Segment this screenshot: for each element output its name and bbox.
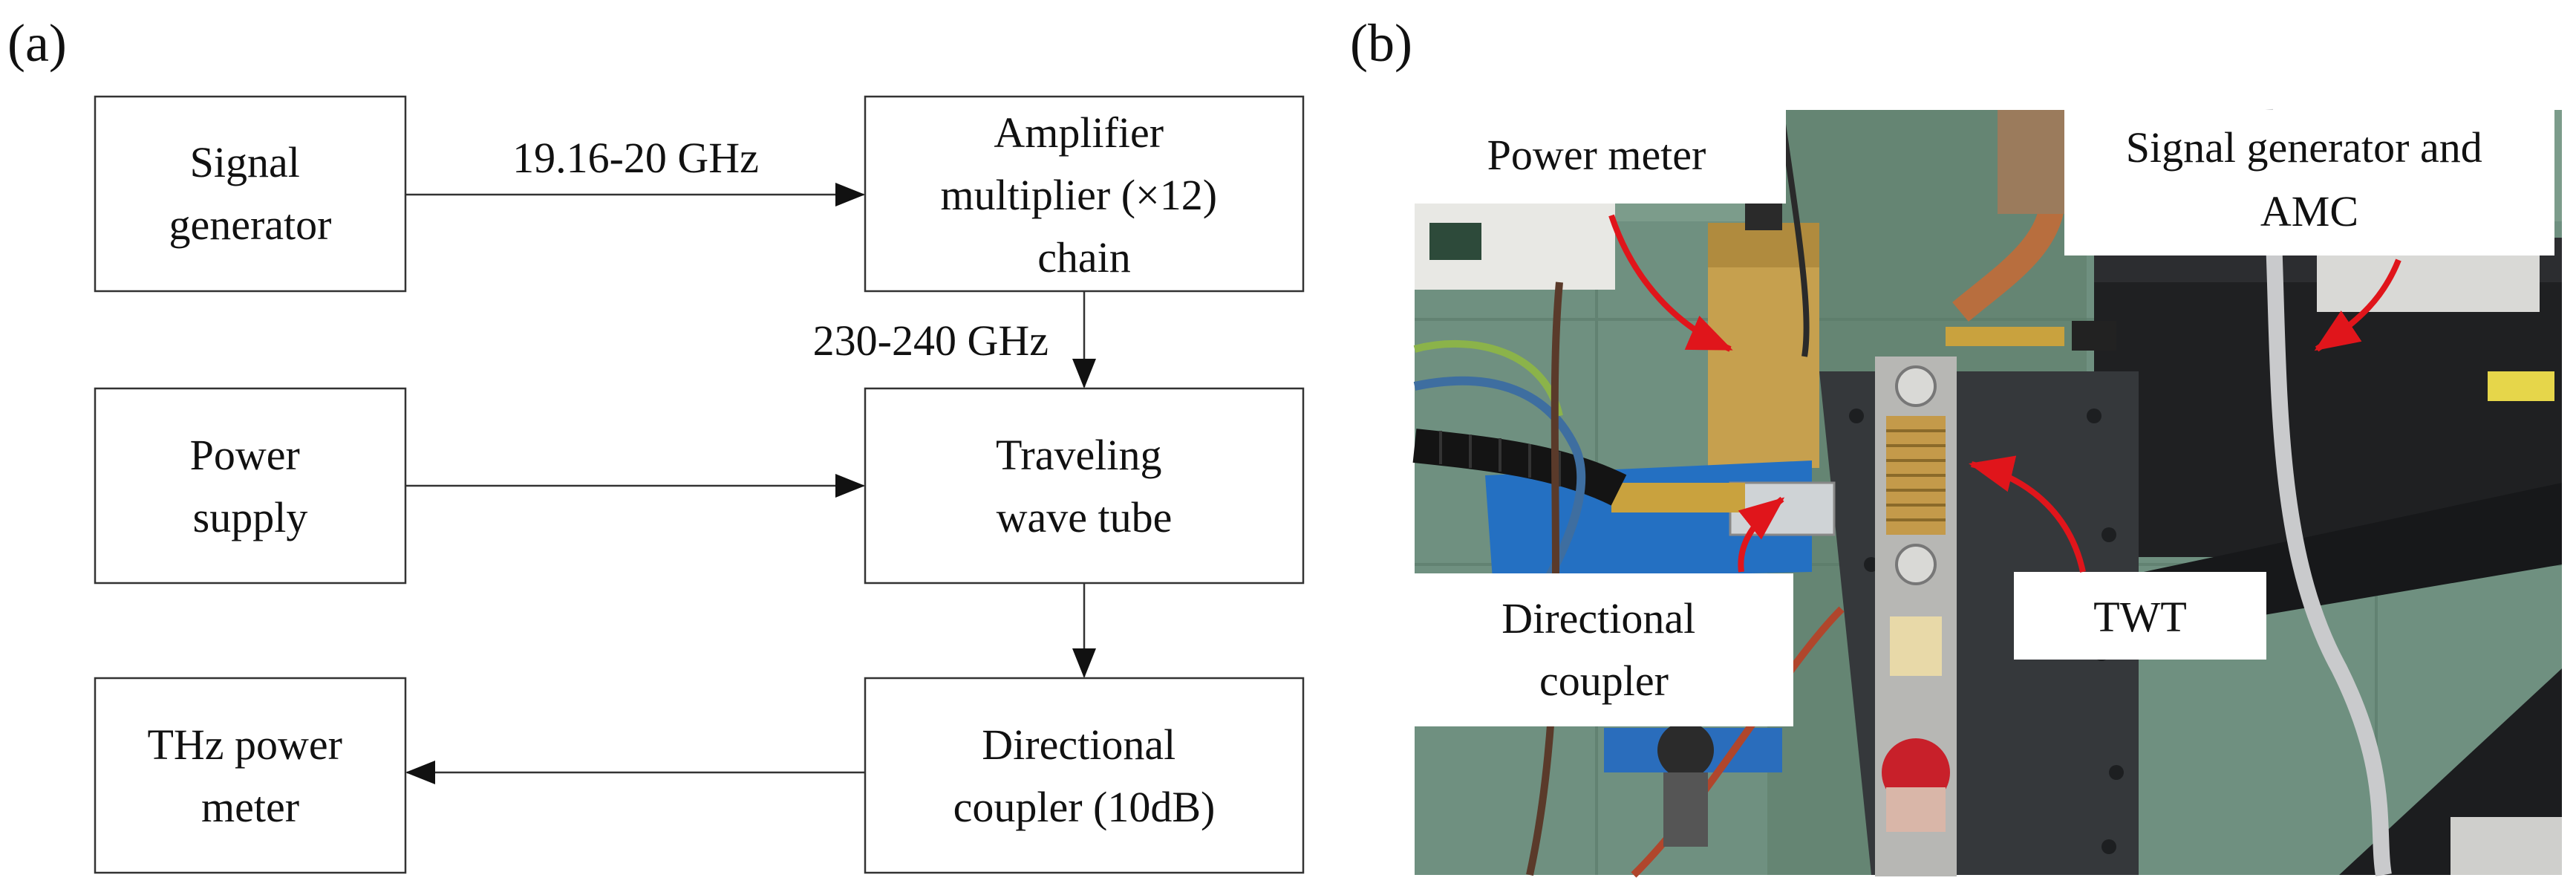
label-input-frequency: 19.16-20 GHz: [512, 134, 759, 182]
box-traveling-wave-tube: Traveling wave tube: [864, 387, 1305, 585]
svg-text:THz power meter: THz power meter: [147, 720, 353, 831]
box-thz-power-meter: THz power meter: [94, 677, 407, 874]
svg-text:Signal generator: Signal generator: [169, 138, 332, 249]
svg-text:Directional coupler (10d: Directional coupler (10dB): [953, 720, 1216, 831]
red-arrow-twt: [1969, 455, 2086, 573]
panel-a-label: (a): [7, 13, 67, 73]
box-amplifier-chain: Amplifier multiplier (×12) chain: [864, 95, 1305, 293]
red-arrow-directional-coupler: [1738, 496, 1785, 573]
panel-b-label: (b): [1350, 13, 1412, 73]
svg-text:Power supply: Power supply: [190, 431, 311, 541]
box-power-supply: Power supply: [94, 387, 407, 585]
box-directional-coupler: Directional coupler (10dB): [864, 677, 1305, 874]
red-arrow-power-meter: [1608, 214, 1733, 352]
svg-text:TWT: TWT: [2093, 593, 2187, 641]
box-signal-generator: Signal generator: [94, 95, 407, 293]
svg-text:Amplifier multiplier (×1: Amplifier multiplier (×12) chain: [940, 108, 1227, 281]
svg-text:Signal generator and AMC: Signal generator and AMC: [2126, 123, 2493, 235]
label-output-frequency: 230-240 GHz: [813, 316, 1049, 365]
red-arrow-signal-generator: [2314, 258, 2401, 352]
callout-signal-generator-amc: Signal generator and AMC: [2064, 110, 2554, 256]
callout-twt: TWT: [2014, 572, 2266, 660]
callout-power-meter: Power meter: [1415, 110, 1786, 204]
svg-text:Power meter: Power meter: [1487, 131, 1706, 179]
svg-text:Directional coupler: Directional coupler: [1501, 594, 1706, 705]
svg-text:Traveling wave tube: Traveling wave tube: [996, 431, 1173, 541]
callout-directional-coupler: Directional coupler: [1415, 573, 1793, 726]
